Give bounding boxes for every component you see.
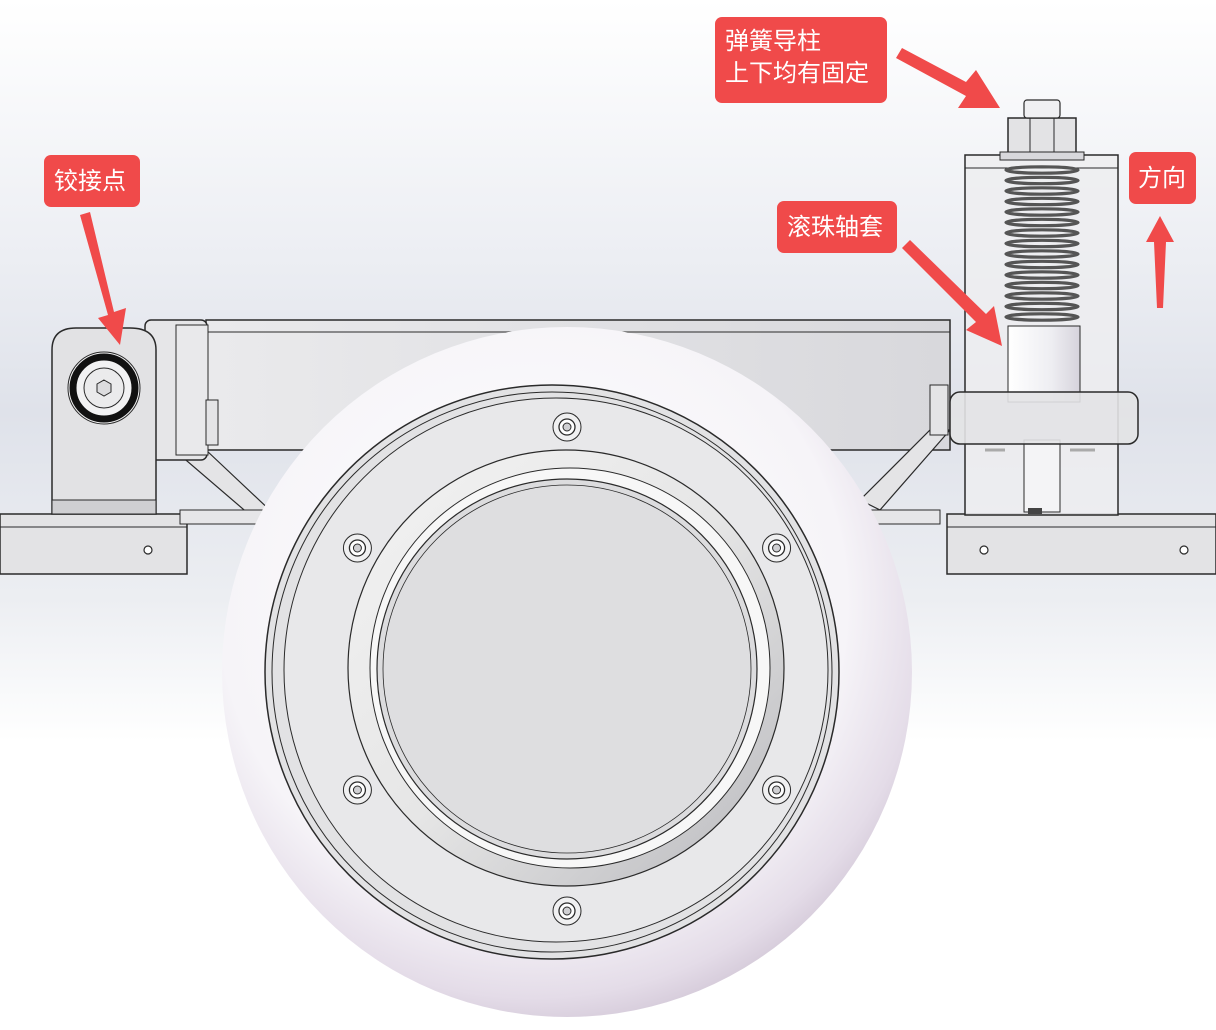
callout-spring-guide: 弹簧导柱 上下均有固定 [715, 17, 887, 103]
callout-ball-bushing: 滚珠轴套 [777, 201, 897, 253]
callout-spring-guide-line1: 弹簧导柱 [725, 27, 821, 55]
hub-bolt [762, 775, 792, 805]
callout-ball-bushing-text: 滚珠轴套 [787, 213, 883, 241]
spring-coil [1004, 196, 1080, 207]
spring-coil [1004, 291, 1080, 301]
hub-bolt [342, 533, 372, 563]
hub-bolt [342, 775, 372, 805]
spring-coils [1004, 165, 1080, 322]
hub-bolt [552, 412, 582, 442]
spring-coil [1004, 186, 1080, 196]
callout-hinge-point-text: 铰接点 [54, 167, 126, 195]
hinge-bracket [51, 319, 219, 515]
spring-coil [1004, 249, 1080, 259]
spring-coil [1004, 312, 1080, 322]
callout-spring-guide-line2: 上下均有固定 [725, 59, 869, 87]
spring-coil [1004, 301, 1080, 312]
spring-coil [1004, 280, 1080, 291]
spring-coil [1004, 175, 1080, 186]
spring-coil [1004, 270, 1080, 280]
spring-coil [1004, 207, 1080, 217]
hub-bolt [762, 533, 792, 563]
arrow-to-spring-guide [896, 48, 1000, 108]
spring-coil [1004, 228, 1080, 238]
drive-wheel [222, 327, 912, 1017]
hub-bolt [552, 896, 582, 926]
callout-direction: 方向 [1129, 152, 1196, 204]
callout-hinge-point: 铰接点 [44, 155, 140, 207]
spring-coil [1004, 259, 1080, 270]
direction-arrow [1146, 216, 1174, 308]
right-base-plate [946, 513, 1216, 575]
callout-direction-text: 方向 [1138, 164, 1186, 192]
spring-coil [1004, 238, 1080, 249]
spring-coil [1004, 217, 1080, 228]
hub-bolts [342, 412, 792, 926]
arrow-to-hinge [80, 212, 126, 345]
left-base-plate [0, 513, 188, 575]
spring-coil [1004, 165, 1080, 175]
arrow-to-bushing [902, 240, 1002, 346]
